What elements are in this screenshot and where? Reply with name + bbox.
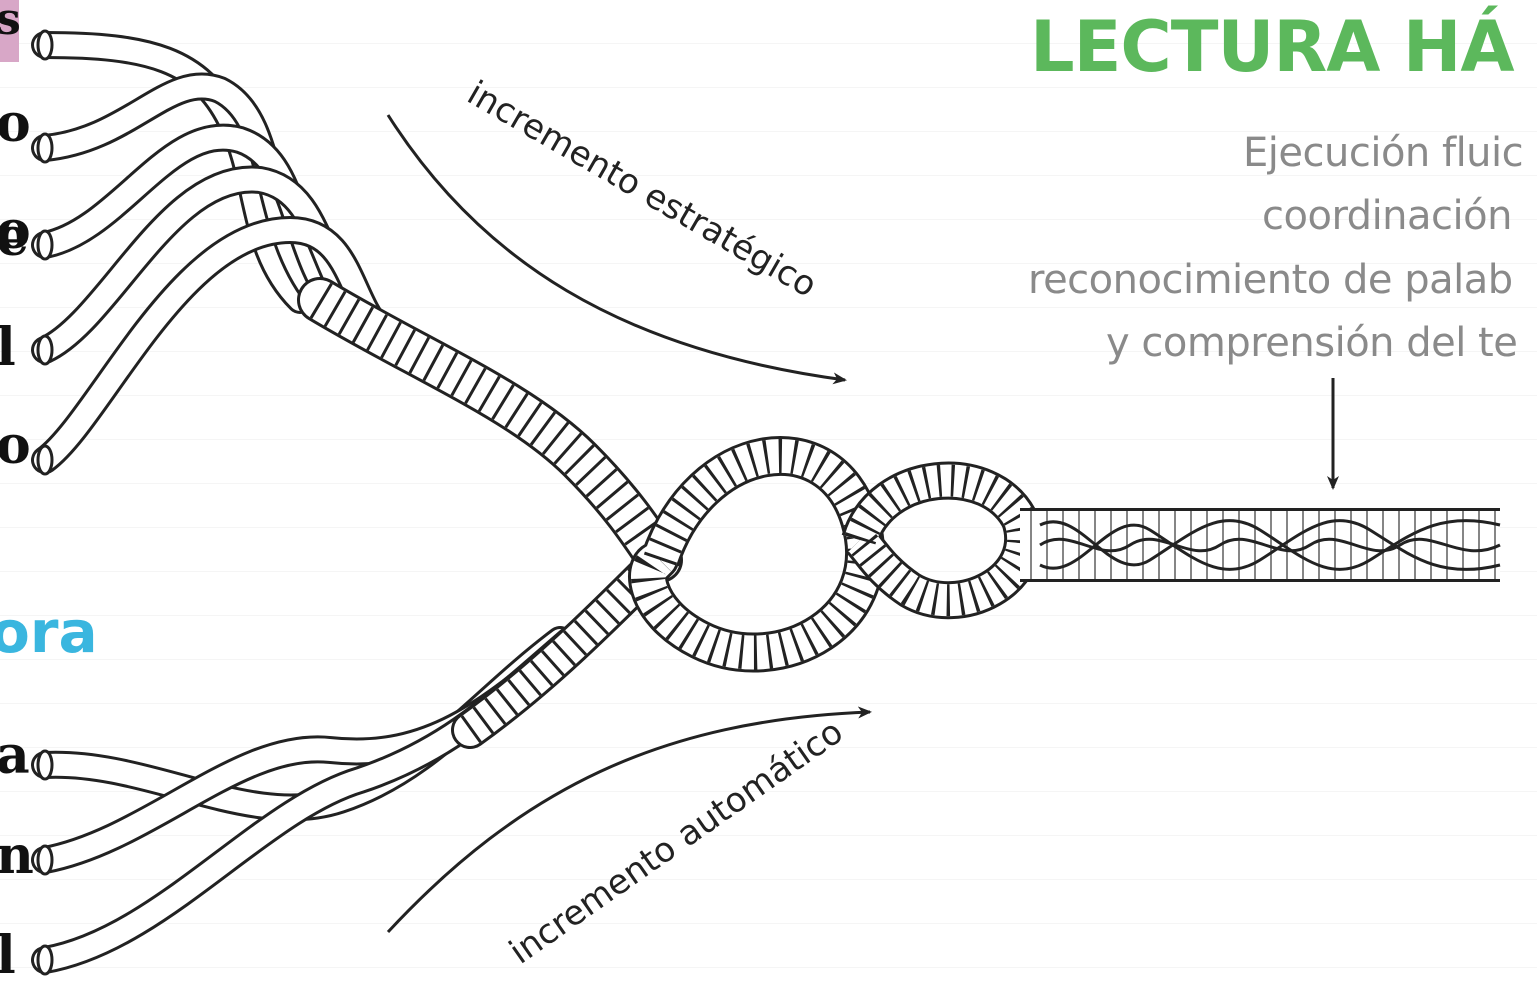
description-line-1: Ejecución fluic <box>1243 130 1524 176</box>
label-automatic: incremento automático <box>502 712 850 973</box>
page-title: LECTURA HÁ <box>1030 6 1515 88</box>
left-letter-5: o <box>0 415 31 476</box>
left-letter-8: l <box>0 925 16 986</box>
description-line-3: reconocimiento de palab <box>1028 257 1513 303</box>
left-letter-4: l <box>0 317 16 378</box>
cyan-heading-fragment: ora <box>0 598 98 666</box>
pink-tab: s <box>0 0 21 62</box>
description-line-2: coordinación <box>1262 193 1512 239</box>
arrow-automatic <box>386 706 872 934</box>
pink-tab-letter: s <box>0 0 21 45</box>
arrow-strategic <box>386 114 847 385</box>
rope-loop-1 <box>628 436 886 673</box>
final-braid <box>1020 508 1501 582</box>
left-letter-7: n <box>0 825 34 886</box>
lower-strand-ends <box>36 749 54 976</box>
lower-strand-2 <box>31 636 574 874</box>
upper-strand-1 <box>31 31 314 314</box>
upper-rope <box>297 277 683 583</box>
rope-loop-2 <box>841 461 1042 620</box>
upper-strand-ends <box>36 29 54 476</box>
left-letter-1: o <box>0 93 31 154</box>
lower-strands <box>31 626 584 976</box>
left-letter-3: e <box>0 207 30 268</box>
upper-strands <box>31 29 394 476</box>
upper-strand-5 <box>31 215 394 474</box>
left-letter-6: a <box>0 725 30 786</box>
label-strategic: incremento estratégico <box>461 73 824 306</box>
description-line-4: y comprensión del te <box>1106 320 1518 366</box>
left-letter-2: o <box>0 200 31 261</box>
